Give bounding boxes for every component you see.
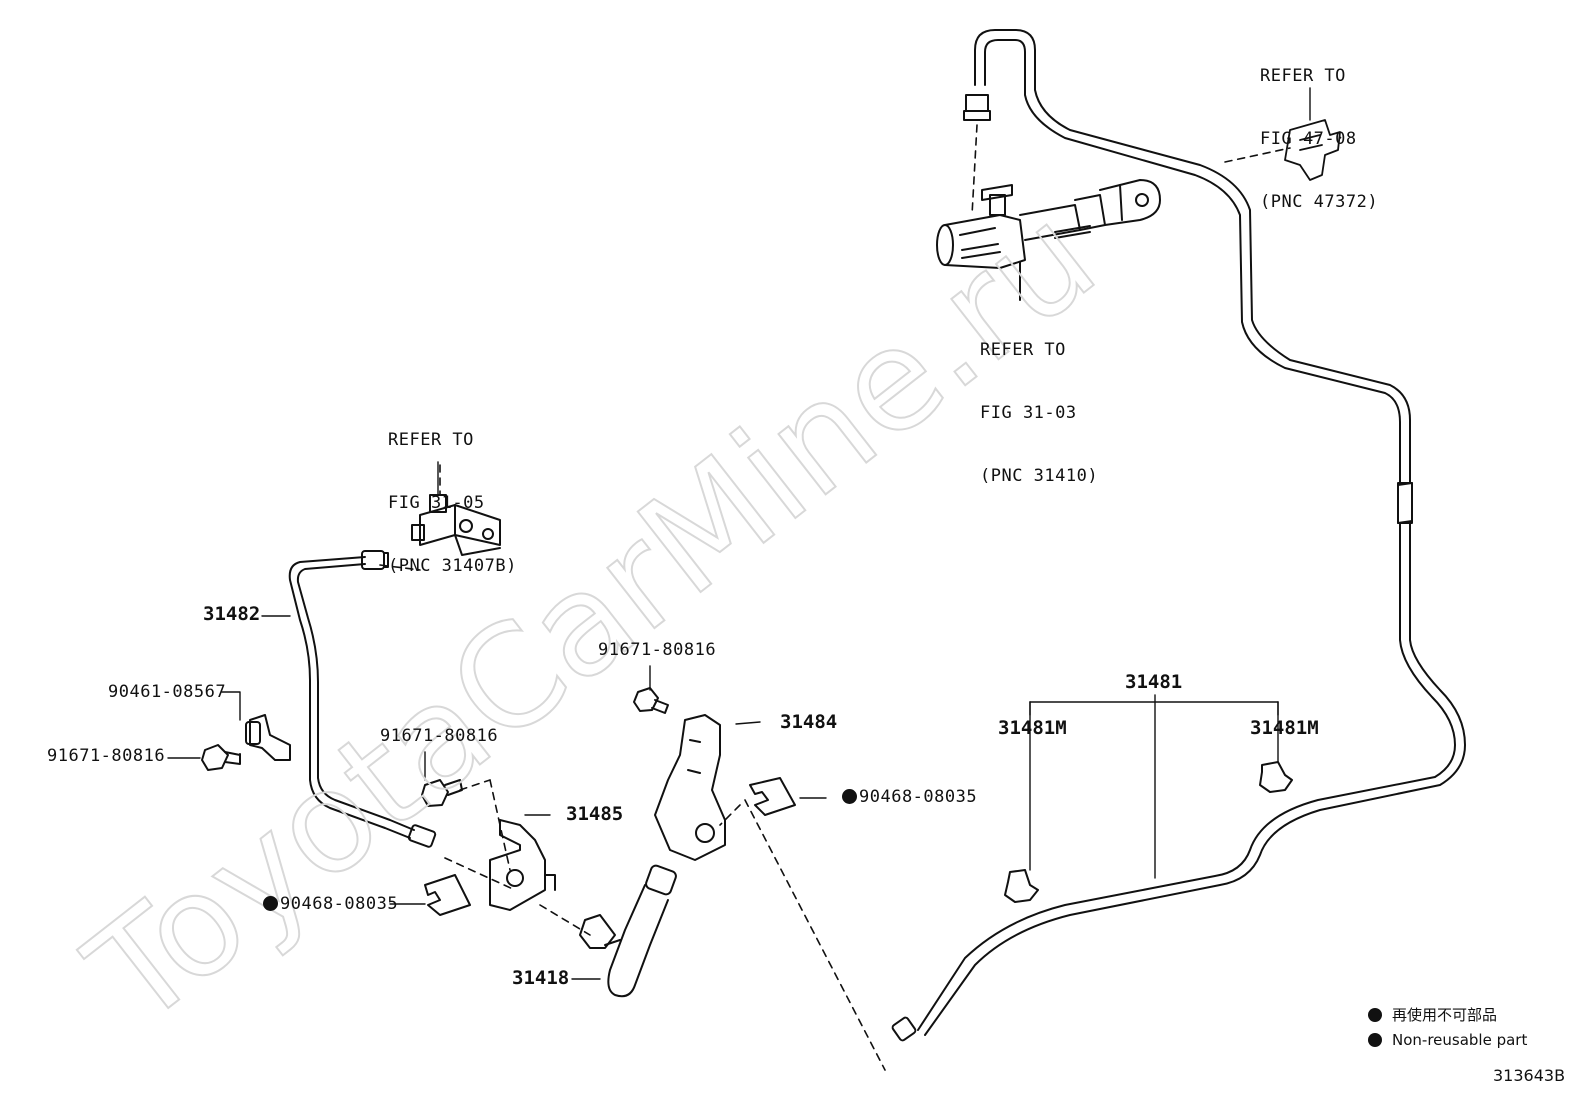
bolt-91671-mid — [421, 779, 463, 807]
legend-en-text: Non-reusable part — [1392, 1031, 1528, 1049]
bracket-31485 — [489, 819, 556, 911]
part-31481-label: 31481 — [1125, 671, 1183, 693]
legend-row-en: Non-reusable part — [1368, 1028, 1527, 1053]
ref-line: REFER TO — [980, 340, 1066, 360]
non-reusable-dot — [842, 789, 857, 804]
ref-line: (PNC 47372) — [1260, 192, 1379, 212]
bolt-91671-top — [633, 687, 669, 714]
legend-row-jp: 再使用不可部品 — [1368, 1003, 1527, 1028]
bolt-91671-left — [201, 744, 241, 771]
ref-line: (PNC 31410) — [980, 466, 1099, 486]
clip-90468-left — [424, 874, 471, 916]
ref-line: FIG 31-05 — [388, 493, 485, 513]
part-31482-label: 31482 — [203, 603, 261, 625]
part-90461-label: 90461-08567 — [108, 682, 227, 702]
tube-31481 — [917, 29, 1466, 1036]
part-90468-left-label: 90468-08035 — [263, 894, 398, 915]
figure-code: 313643B — [1493, 1066, 1566, 1085]
legend-dot — [1368, 1033, 1382, 1047]
ref-left-top: REFER TO FIG 31-05 (PNC 31407B) — [388, 388, 517, 598]
clamp-90461 — [245, 714, 291, 761]
legend-jp-text: 再使用不可部品 — [1392, 1006, 1498, 1024]
part-91671-top-label: 91671-80816 — [598, 640, 717, 660]
part-31418-label: 31418 — [512, 967, 570, 989]
ref-line: REFER TO — [388, 430, 474, 450]
part-31485-label: 31485 — [566, 803, 624, 825]
legend: 再使用不可部品 Non-reusable part — [1368, 1003, 1527, 1053]
part-31484-label: 31484 — [780, 711, 838, 733]
clip-31481m-left — [1004, 869, 1039, 903]
ref-line: (PNC 31407B) — [388, 556, 517, 576]
ref-top-right: REFER TO FIG 47-08 (PNC 47372) — [1260, 24, 1378, 234]
clip-90468-right — [749, 777, 796, 816]
clip-31481m-right — [1259, 761, 1293, 793]
bracket-47-08 — [1284, 119, 1341, 181]
part-91671-left-label: 91671-80816 — [47, 746, 166, 766]
master-cylinder — [936, 179, 1161, 301]
hose-31418 — [579, 864, 677, 998]
part-91671-mid-label: 91671-80816 — [380, 726, 499, 746]
part-90468-right-label: 90468-08035 — [842, 787, 977, 808]
non-reusable-dot — [263, 896, 278, 911]
legend-dot — [1368, 1008, 1382, 1022]
junction-block — [411, 494, 501, 556]
ref-line: FIG 31-03 — [980, 403, 1077, 423]
ref-line: FIG 47-08 — [1260, 129, 1357, 149]
part-31481m-left-label: 31481M — [998, 717, 1067, 739]
bracket-31484 — [654, 714, 726, 861]
part-31481m-right-label: 31481M — [1250, 717, 1319, 739]
ref-line: REFER TO — [1260, 66, 1346, 86]
ref-master-cylinder: REFER TO FIG 31-03 (PNC 31410) — [980, 298, 1098, 508]
tube-31482 — [288, 556, 415, 839]
part-number: 90468-08035 — [280, 894, 399, 914]
part-number: 90468-08035 — [859, 787, 978, 807]
